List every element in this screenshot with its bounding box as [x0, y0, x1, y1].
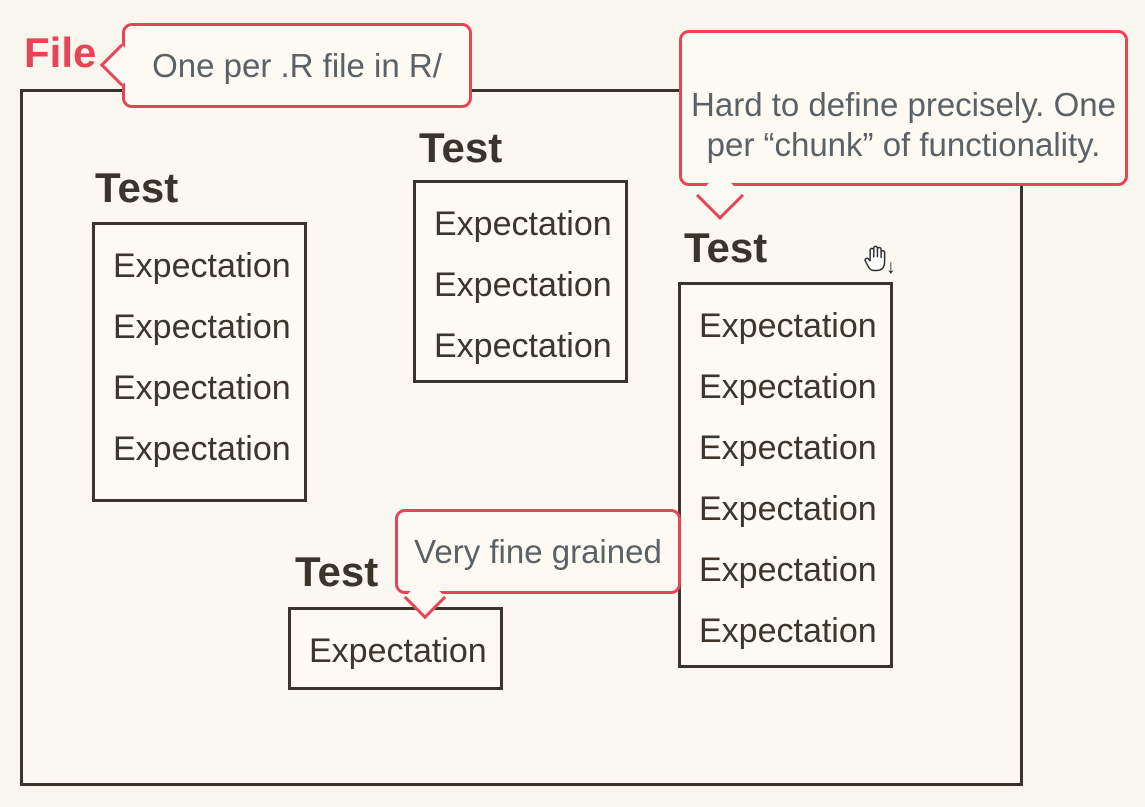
callout-tail	[99, 43, 143, 87]
expectation-item: Expectation	[699, 429, 877, 467]
expectation-item: Expectation	[699, 490, 877, 528]
expectation-item: Expectation	[434, 205, 612, 243]
expectation-item: Expectation	[113, 247, 291, 285]
callout-file-note: One per .R file in R/	[99, 23, 472, 108]
expectation-item: Expectation	[699, 368, 877, 406]
test-box-1: Expectation Expectation Expectation Expe…	[92, 222, 307, 502]
test-box-3: Expectation Expectation Expectation Expe…	[678, 282, 893, 668]
callout-expectation-note-text: Very fine grained	[414, 532, 662, 570]
expectation-item: Expectation	[113, 430, 291, 468]
test-box-2: Expectation Expectation Expectation	[413, 180, 628, 383]
expectation-item: Expectation	[113, 369, 291, 407]
expectation-item: Expectation	[309, 632, 487, 670]
cursor-down-arrow-icon: ↓	[886, 257, 896, 278]
test-label-1: Test	[95, 164, 179, 211]
grab-hand-cursor-icon	[858, 241, 896, 279]
expectation-item: Expectation	[113, 308, 291, 346]
file-label: File	[24, 29, 97, 76]
callout-test-note: Hard to define precisely. One per “chunk…	[679, 30, 1128, 221]
callout-expectation-note: Very fine grained	[395, 509, 681, 620]
expectation-item: Expectation	[699, 307, 877, 345]
test-label-4: Test	[295, 548, 379, 595]
callout-file-note-text: One per .R file in R/	[152, 46, 442, 84]
test-label-2: Test	[419, 124, 503, 171]
expectation-item: Expectation	[699, 551, 877, 589]
callout-test-note-line1: Hard to define precisely. One	[691, 86, 1116, 123]
test-box-4: Expectation	[288, 607, 503, 690]
expectation-item: Expectation	[434, 266, 612, 304]
test-label-3: Test	[684, 224, 768, 271]
expectation-item: Expectation	[434, 327, 612, 365]
callout-test-note-line2: per “chunk” of functionality.	[706, 126, 1101, 163]
expectation-item: Expectation	[699, 612, 877, 650]
